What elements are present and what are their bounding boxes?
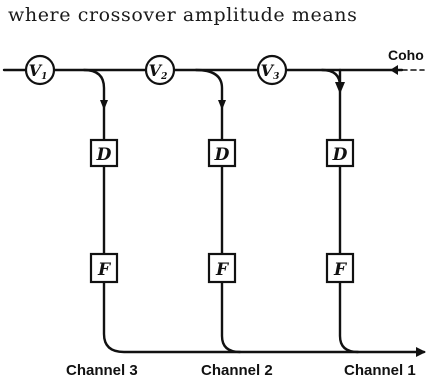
delay-box-channel-2 — [207, 138, 237, 168]
filter-box-channel-1 — [325, 252, 355, 284]
f-to-bus-channel-2 — [220, 280, 242, 354]
channel-label-2: Channel 2 — [201, 362, 273, 379]
filter-box-channel-3 — [89, 252, 119, 284]
arrowhead-channel-1 — [335, 82, 345, 94]
arrowhead-channel-2 — [218, 100, 226, 110]
f-to-bus-channel-1 — [338, 280, 360, 354]
valve-2-label: V2 — [149, 61, 168, 82]
delay-box-channel-3 — [89, 138, 119, 168]
branch-channel-3 — [82, 68, 106, 142]
arrowhead-coho — [390, 65, 398, 75]
delay-box-channel-1 — [325, 138, 355, 168]
header-text: where crossover amplitude means — [8, 4, 358, 26]
arrowhead-channel-3 — [100, 100, 108, 110]
valve-2-circle — [144, 54, 176, 86]
valve-3-label: V3 — [261, 61, 280, 82]
delay-label-channel-3: D — [96, 145, 112, 165]
branch-channel-2 — [194, 68, 224, 142]
f-to-bus-channel-3 — [102, 280, 426, 354]
delay-label-channel-2: D — [214, 145, 230, 165]
coho-label: Coho — [388, 47, 424, 63]
filter-label-channel-2: F — [215, 260, 230, 280]
filter-box-channel-2 — [207, 252, 237, 284]
channel-label-1: Channel 1 — [344, 362, 416, 379]
channel-label-3: Channel 3 — [66, 362, 138, 379]
valve-3-circle — [256, 54, 288, 86]
delay-label-channel-1: D — [332, 145, 348, 165]
arrowhead-output — [416, 347, 426, 357]
valve-1-circle — [24, 54, 56, 86]
valve-1-label: V1 — [29, 61, 48, 82]
filter-label-channel-1: F — [333, 260, 348, 280]
filter-label-channel-3: F — [97, 260, 112, 280]
